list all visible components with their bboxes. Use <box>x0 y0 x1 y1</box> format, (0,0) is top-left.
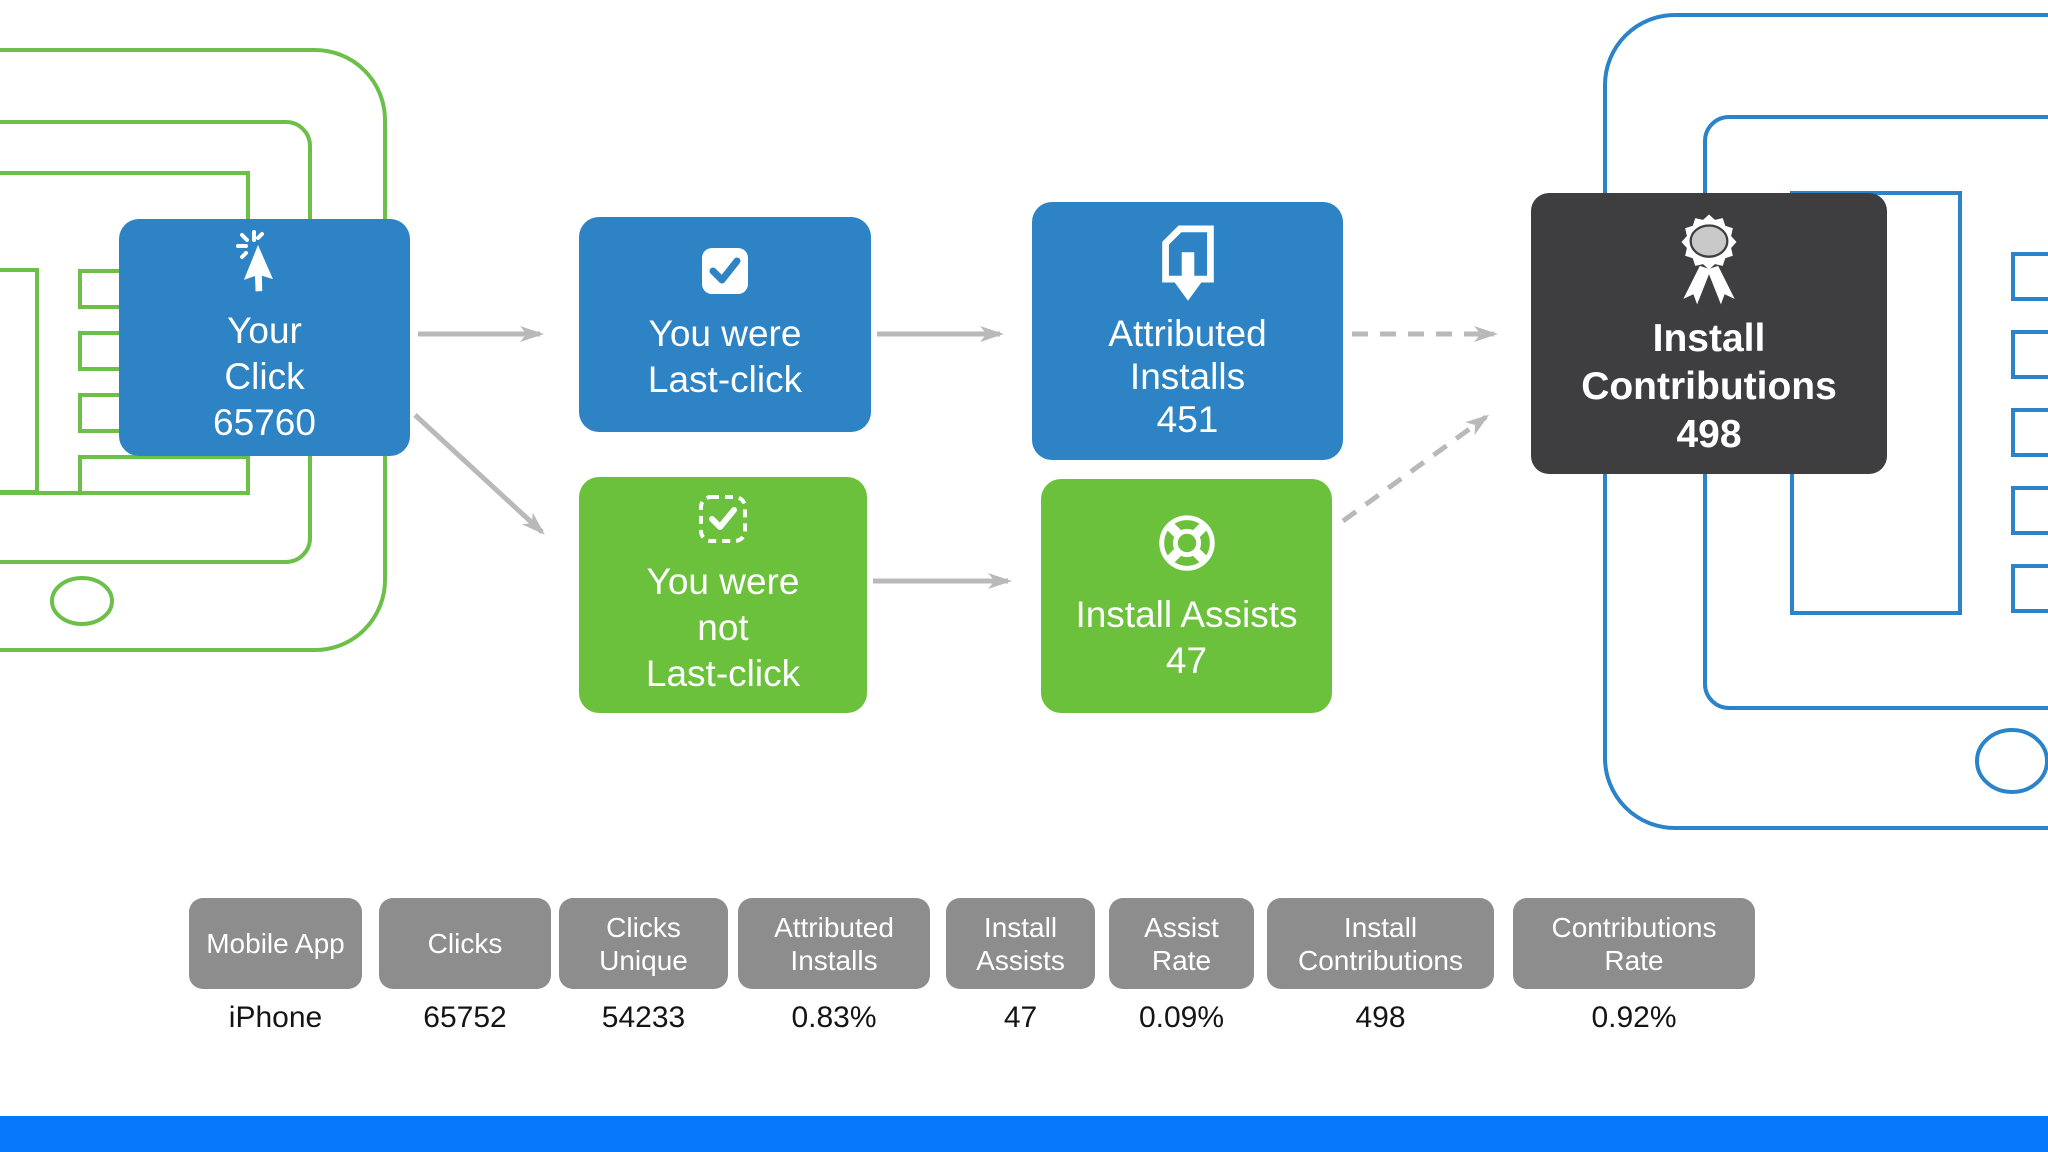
table-header-assist-rate: Assist Rate <box>1109 898 1254 989</box>
node-label-line: Contributions <box>1581 364 1837 408</box>
node-value: 65760 <box>213 402 316 443</box>
node-install-assists: Install Assists 47 <box>1041 479 1332 713</box>
node-install-contributions: Install Contributions 498 <box>1531 193 1887 474</box>
node-attributed-installs: Attributed Installs 451 <box>1032 202 1343 460</box>
node-label-line: Last-click <box>645 652 801 694</box>
award-ribbon-icon <box>1665 209 1753 313</box>
node-value: 47 <box>1165 639 1208 681</box>
checkbox-dashed-icon <box>698 494 748 549</box>
table-header-install-assists: Install Assists <box>946 898 1095 989</box>
table-header-install-contributions: Install Contributions <box>1267 898 1494 989</box>
checkbox-icon <box>700 246 750 301</box>
table-value-attributed-installs: 0.83% <box>791 1001 877 1034</box>
node-value: 451 <box>1156 399 1219 440</box>
bottom-accent-bar <box>0 1116 2048 1152</box>
install-download-icon <box>1153 221 1223 310</box>
node-label-line: Last-click <box>647 359 803 400</box>
node-you-were-not-last-click: You were not Last-click <box>579 477 867 713</box>
node-label-line: You were <box>648 313 802 354</box>
table-value-assist-rate: 0.09% <box>1138 1001 1225 1034</box>
table-header-contributions-rate: Contributions Rate <box>1513 898 1755 989</box>
node-your-click: Your Click 65760 <box>119 219 410 456</box>
node-label-line: Click <box>224 356 305 397</box>
life-ring-icon <box>1153 509 1221 582</box>
node-you-were-last-click: You were Last-click <box>579 217 871 432</box>
flow-arrows <box>413 326 1498 589</box>
node-label-line: Attributed <box>1108 313 1267 354</box>
table-value-mobile-app: iPhone <box>228 1001 323 1034</box>
table-header-clicks: Clicks <box>379 898 551 989</box>
node-label-line: not <box>697 606 749 648</box>
table-value-clicks: 65752 <box>423 1001 507 1034</box>
node-label-line: Installs <box>1129 356 1246 397</box>
node-value: 498 <box>1676 412 1742 456</box>
node-label-line: Install Assists <box>1075 593 1298 635</box>
table-header-attributed-installs: Attributed Installs <box>738 898 930 989</box>
node-label-line: You were <box>646 560 800 602</box>
node-label-line: Install <box>1652 316 1766 360</box>
table-header-clicks-unique: Clicks Unique <box>559 898 728 989</box>
node-label-line: Your <box>227 310 302 351</box>
table-value-contributions-rate: 0.92% <box>1591 1001 1677 1034</box>
home-button-icon <box>1975 728 2048 794</box>
table-value-install-contributions: 498 <box>1355 1001 1406 1034</box>
home-button-icon <box>50 576 114 626</box>
table-header-mobile-app: Mobile App <box>189 898 362 989</box>
click-cursor-icon <box>233 229 297 298</box>
table-value-clicks-unique: 54233 <box>601 1001 686 1034</box>
dashed-arrow-assists-to-contributions <box>1341 414 1490 524</box>
table-value-install-assists: 47 <box>1003 1001 1038 1034</box>
arrow-click-to-notlastclick <box>413 413 545 535</box>
